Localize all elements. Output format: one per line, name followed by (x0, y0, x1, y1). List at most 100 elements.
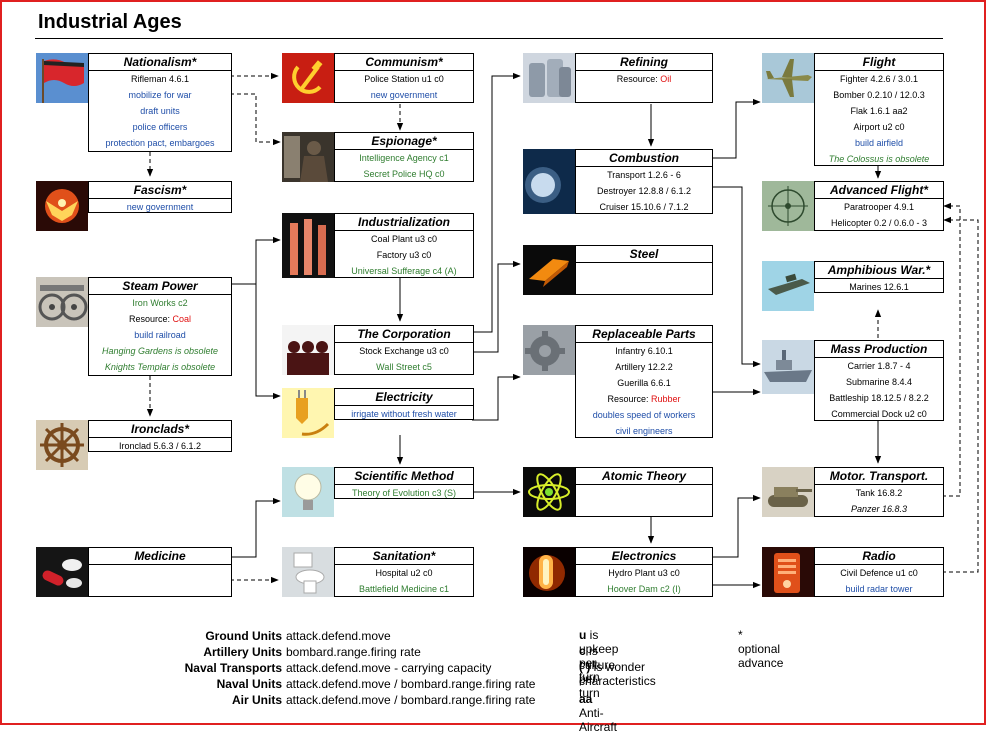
unit-flak: Flak 1.6.1 aa2 (850, 106, 908, 116)
tech-industrialization[interactable]: Industrialization Coal Plant u3 c0 Facto… (282, 213, 474, 278)
unit-transport: Transport 1.2.6 - 6 (607, 170, 681, 180)
tech-name: Combustion (576, 150, 712, 167)
tech-ironclads[interactable]: Ironclads* Ironclad 5.6.3 / 6.1.2 (36, 420, 232, 470)
tech-electricity[interactable]: Electricity irrigate without fresh water (282, 388, 474, 438)
legend-value: is wonder characteristics (579, 660, 656, 688)
tech-nationalism[interactable]: Nationalism* Rifleman 4.6.1 mobilize for… (36, 53, 232, 152)
effect-airfield: build airfield (854, 138, 904, 148)
arrow-electronics-to-motor-transport (712, 494, 761, 558)
resource-line: Resource: Coal (89, 311, 231, 327)
arrow-combustion-to-flight (712, 98, 761, 159)
tech-name: Motor. Transport. (815, 468, 943, 485)
legend-upkeep: u is upkeep per turn (579, 628, 618, 684)
unit-tank: Tank 16.8.2 (855, 488, 903, 498)
tech-medicine[interactable]: Medicine (36, 547, 232, 597)
wonder-universal-sufferage: Universal Sufferage c4 (A) (351, 266, 457, 276)
tech-refining[interactable]: Refining Resource: Oil (523, 53, 713, 103)
legend-wonder: ( ) is wonder characteristics (579, 660, 656, 688)
unit-destroyer: Destroyer 12.8.8 / 6.1.2 (596, 186, 692, 196)
tech-espionage[interactable]: Espionage* Intelligence Agency c1 Secret… (282, 132, 474, 182)
tech-name: Ironclads* (89, 421, 231, 438)
fascism-eagle-icon (36, 181, 88, 231)
tech-amphibious-warfare[interactable]: Amphibious War.* Marines 12.6.1 (762, 261, 944, 311)
unit-paratrooper: Paratrooper 4.9.1 (843, 202, 915, 212)
wonder-battlefield-medicine: Battlefield Medicine c1 (358, 584, 450, 594)
tech-atomic-theory[interactable]: Atomic Theory (523, 467, 713, 517)
legend-naval: Naval Units attack.defend.move / bombard… (2, 676, 562, 692)
tech-name: Medicine (89, 548, 231, 565)
tech-sanitation[interactable]: Sanitation* Hospital u2 c0 Battlefield M… (282, 547, 474, 597)
toilet-icon (282, 547, 334, 597)
building-civil-defence: Civil Defence u1 c0 (840, 568, 918, 578)
airplane-icon (762, 53, 814, 103)
legend-artillery: Artillery Units bombard.range.firing rat… (2, 644, 562, 660)
tech-replaceable-parts[interactable]: Replaceable Parts Infantry 6.10.1 Artill… (523, 325, 713, 438)
smokestacks-icon (282, 213, 334, 278)
legend-value: bombard.range.firing rate (286, 645, 421, 659)
effect-engineers: civil engineers (615, 426, 673, 436)
light-bulb-icon (282, 467, 334, 517)
arrow-combustion-to-mass-production (712, 186, 761, 368)
unit-submarine: Submarine 8.4.4 (845, 377, 913, 387)
building-police-station: Police Station u1 c0 (364, 74, 444, 84)
tech-combustion[interactable]: Combustion Transport 1.2.6 - 6 Destroyer… (523, 149, 713, 214)
steam-locomotive-icon (36, 277, 88, 327)
arrow-corporation-to-steel (472, 260, 521, 353)
resource-oil: Oil (660, 74, 672, 84)
unit-cruiser: Cruiser 15.10.6 / 7.1.2 (599, 202, 689, 212)
building-factory: Factory u3 c0 (376, 250, 432, 260)
effect-irrigate: irrigate without fresh water (351, 409, 457, 419)
resource-line: Resource: Oil (576, 71, 712, 87)
resource-coal: Coal (172, 314, 192, 324)
tech-steam-power[interactable]: Steam Power Iron Works c2 Resource: Coal… (36, 277, 232, 376)
wonder-hoover-dam: Hoover Dam c2 (I) (607, 584, 681, 594)
hammer-sickle-icon (282, 53, 334, 103)
legend-value: is upkeep per turn (579, 628, 619, 684)
tech-name: Flight (815, 54, 943, 71)
unit-fighter: Fighter 4.2.6 / 3.0.1 (839, 74, 919, 84)
building-hydro-plant: Hydro Plant u3 c0 (608, 568, 680, 578)
tech-name: Steam Power (89, 278, 231, 295)
red-flag-icon (36, 53, 88, 103)
tech-scientific-method[interactable]: Scientific Method Theory of Evolution c3… (282, 467, 474, 517)
unit-bomber: Bomber 0.2.10 / 12.0.3 (833, 90, 925, 100)
tech-mass-production[interactable]: Mass Production Carrier 1.8.7 - 4 Submar… (762, 340, 944, 421)
tech-advanced-flight[interactable]: Advanced Flight* Paratrooper 4.9.1 Helic… (762, 181, 944, 231)
tech-fascism[interactable]: Fascism* new government (36, 181, 232, 231)
effect-government: new government (370, 90, 438, 100)
resource-label: Resource: (616, 74, 661, 84)
steel-bar-icon (523, 245, 575, 295)
tech-radio[interactable]: Radio Civil Defence u1 c0 build radar to… (762, 547, 944, 597)
tech-name: Electricity (335, 389, 473, 406)
unit-marines: Marines 12.6.1 (849, 282, 909, 292)
legend-key: aa (579, 692, 593, 706)
tech-steel[interactable]: Steel (523, 245, 713, 295)
effect-mobilize: mobilize for war (128, 90, 192, 100)
businessmen-icon (282, 325, 334, 375)
legend-value: attack.defend.move / bombard.range.firin… (286, 693, 536, 707)
effect-draft: draft units (140, 106, 180, 116)
wonder-theory-of-evolution: Theory of Evolution c3 (S) (351, 488, 457, 498)
tech-flight[interactable]: Flight Fighter 4.2.6 / 3.0.1 Bomber 0.2.… (762, 53, 944, 166)
tech-the-corporation[interactable]: The Corporation Stock Exchange u3 c0 Wal… (282, 325, 474, 375)
obsolete-hanging-gardens: Hanging Gardens is obsolete (101, 346, 219, 356)
building-coal-plant: Coal Plant u3 c0 (370, 234, 438, 244)
legend-anti-aircraft: aa Anti-Aircraft (579, 692, 617, 734)
legend-key: Naval Transports (184, 661, 282, 675)
tech-name: Advanced Flight* (815, 182, 943, 199)
unit-battleship: Battleship 18.12.5 / 8.2.2 (829, 393, 929, 403)
arrow-radio-to-advanced-flight (942, 216, 979, 573)
tech-motorized-transport[interactable]: Motor. Transport. Tank 16.8.2 Panzer 16.… (762, 467, 944, 517)
amphibious-vehicle-icon (762, 261, 814, 311)
tech-electronics[interactable]: Electronics Hydro Plant u3 c0 Hoover Dam… (523, 547, 713, 597)
building-airport: Airport u2 c0 (853, 122, 905, 132)
pills-icon (36, 547, 88, 597)
tech-name: Amphibious War.* (815, 262, 943, 279)
effect-radar-tower: build radar tower (845, 584, 913, 594)
legend-value: attack.defend.move (286, 629, 391, 643)
legend-key: Ground Units (205, 629, 282, 643)
arrow-motor-transport-to-advanced-flight (942, 202, 961, 497)
arrow-medicine-to-scientific (230, 497, 281, 558)
tech-communism[interactable]: Communism* Police Station u1 c0 new gove… (282, 53, 474, 103)
combustion-flame-icon (523, 149, 575, 214)
